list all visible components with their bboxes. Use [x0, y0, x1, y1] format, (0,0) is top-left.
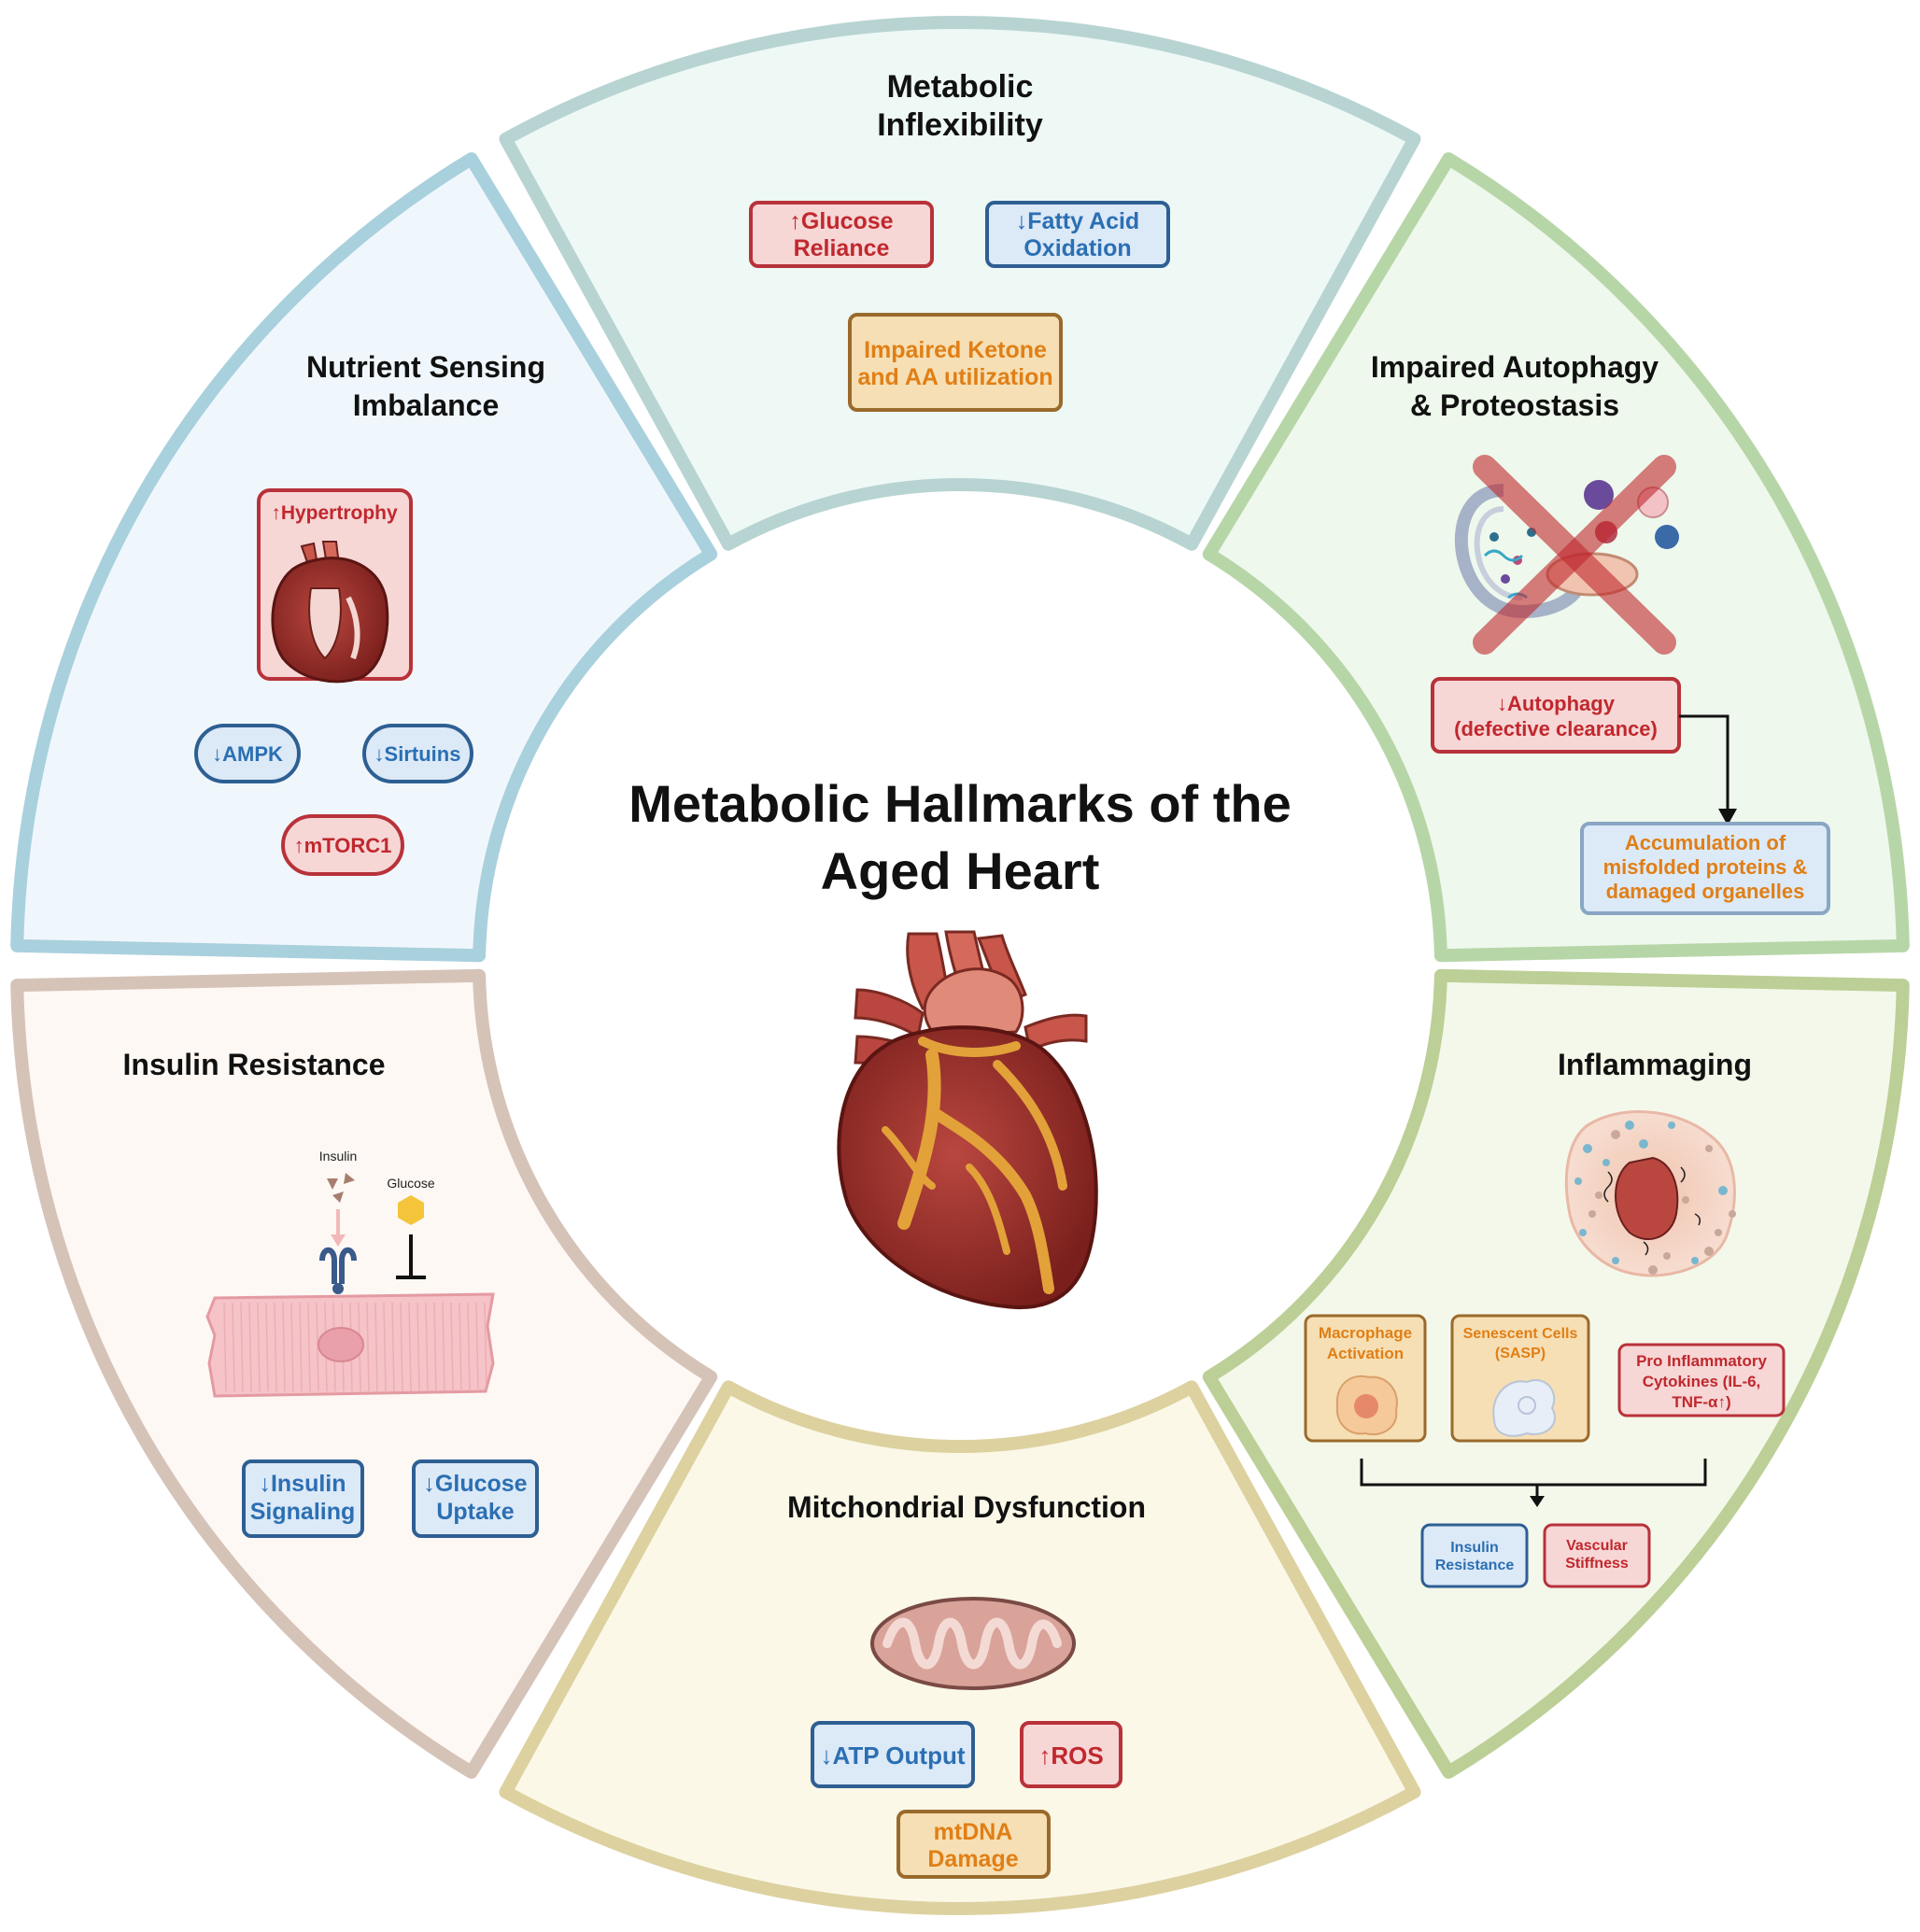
hypertrophic-heart-icon: [271, 541, 389, 684]
vascular-line1: Vascular: [1566, 1538, 1628, 1554]
glucose-reliance-box: ↑Glucose Reliance: [749, 201, 934, 268]
ros-label: ↑ROS: [1038, 1742, 1103, 1770]
segment-autophagy: Impaired Autophagy & Proteostasis ↓Autop…: [1371, 350, 1830, 915]
insulin-receptor-icon: [319, 1247, 357, 1294]
vascular-stiffness-box: Vascular Stiffness: [1543, 1523, 1651, 1588]
glucose-reliance-line1: ↑Glucose: [789, 208, 893, 234]
metabolic-inflexibility-title-line2: Inflexibility: [877, 107, 1043, 143]
macrophage-activation-box: Macrophage Activation: [1304, 1314, 1427, 1443]
glucose-uptake-line2: Uptake: [436, 1499, 514, 1525]
sirtuins-pill: ↓Sirtuins: [362, 724, 473, 783]
fatty-acid-oxidation-box: ↓Fatty Acid Oxidation: [985, 201, 1170, 268]
metabolic-inflexibility-title-line1: Metabolic: [887, 69, 1034, 105]
mtdna-line2: Damage: [927, 1846, 1018, 1872]
senescent-line2: (SASP): [1495, 1346, 1546, 1361]
segment-inflammaging: Inflammaging Macrophage Activation Senes…: [1304, 1048, 1786, 1588]
center-title-line2: Aged Heart: [821, 841, 1100, 900]
insulin-molecules-icon: [327, 1173, 355, 1203]
insulin-signaling-line1: ↓Insulin: [259, 1471, 346, 1497]
senescent-cell-icon: [1492, 1379, 1556, 1437]
insulin-label: Insulin: [319, 1149, 357, 1163]
impaired-ketone-line2: and AA utilization: [857, 364, 1052, 390]
hypertrophy-label: ↑Hypertrophy: [271, 502, 398, 524]
aged-heart-illustration: [837, 930, 1098, 1310]
inflam-insulin-line2: Resistance: [1435, 1558, 1515, 1573]
autophagy-title-line1: Impaired Autophagy: [1371, 350, 1659, 384]
macrophage-line1: Macrophage: [1319, 1324, 1412, 1342]
center-title-line1: Metabolic Hallmarks of the: [628, 774, 1292, 833]
sirtuins-label: ↓Sirtuins: [374, 742, 461, 766]
accumulation-line1: Accumulation of: [1625, 831, 1786, 854]
nutrient-sensing-title-line2: Imbalance: [353, 388, 500, 422]
mitochondrial-title: Mitchondrial Dysfunction: [787, 1490, 1146, 1524]
senescent-cells-box: Senescent Cells (SASP): [1450, 1314, 1590, 1443]
cytokines-line1: Pro Inflammatory: [1636, 1352, 1767, 1370]
mtdna-line1: mtDNA: [934, 1819, 1013, 1845]
nutrient-sensing-title-line1: Nutrient Sensing: [306, 350, 545, 384]
insulin-signaling-line2: Signaling: [250, 1499, 356, 1525]
vascular-line2: Stiffness: [1565, 1556, 1629, 1572]
autophagy-defective-box: ↓Autophagy (defective clearance): [1431, 677, 1681, 754]
segment-mitochondrial-dysfunction: Mitchondrial Dysfunction ↓ATP Output ↑RO…: [787, 1490, 1146, 1879]
macrophage-cell-icon: [1335, 1375, 1398, 1436]
segment-metabolic-inflexibility: Metabolic Inflexibility ↑Glucose Relianc…: [749, 69, 1170, 412]
autophagy-title-line2: & Proteostasis: [1410, 388, 1619, 422]
glucose-reliance-line2: Reliance: [794, 235, 890, 261]
insulin-resistance-title: Insulin Resistance: [123, 1048, 386, 1081]
insulin-signaling-box: ↓Insulin Signaling: [242, 1460, 364, 1538]
inflam-insulin-resistance-box: Insulin Resistance: [1420, 1523, 1529, 1588]
cytokines-line3: TNF-α↑): [1672, 1393, 1730, 1411]
glucose-label: Glucose: [387, 1176, 435, 1191]
inflam-insulin-line1: Insulin: [1450, 1540, 1499, 1556]
fatty-acid-line1: ↓Fatty Acid: [1016, 208, 1139, 234]
ampk-label: ↓AMPK: [212, 742, 283, 766]
autophagy-box-line1: ↓Autophagy: [1497, 692, 1616, 715]
fatty-acid-line2: Oxidation: [1024, 235, 1131, 261]
senescent-line1: Senescent Cells: [1463, 1326, 1578, 1342]
hypertrophy-box: ↑Hypertrophy: [257, 488, 413, 684]
accumulation-line2: misfolded proteins &: [1603, 855, 1808, 879]
autophagosome-crossed-icon: [1455, 455, 1679, 655]
atp-output-label: ↓ATP Output: [820, 1742, 965, 1770]
glucose-uptake-line1: ↓Glucose: [423, 1471, 527, 1497]
impaired-ketone-line1: Impaired Ketone: [864, 337, 1047, 363]
inflamed-heart-icon: [1564, 1110, 1736, 1277]
mitochondrion-icon: [870, 1597, 1076, 1690]
macrophage-line2: Activation: [1327, 1345, 1404, 1362]
autophagy-arrow: [1679, 714, 1729, 812]
segment-nutrient-sensing: Nutrient Sensing Imbalance ↑Hypertrophy …: [194, 350, 545, 876]
impaired-ketone-box: Impaired Ketone and AA utilization: [848, 313, 1063, 412]
glucose-hexagon-icon: [398, 1195, 424, 1225]
ampk-pill: ↓AMPK: [194, 724, 301, 783]
autophagy-arrowhead: [1718, 809, 1737, 825]
glucose-uptake-box: ↓Glucose Uptake: [412, 1460, 539, 1538]
center-panel: Metabolic Hallmarks of the Aged Heart: [628, 774, 1292, 1310]
pro-inflammatory-cytokines-box: Pro Inflammatory Cytokines (IL-6, TNF-α↑…: [1617, 1343, 1786, 1417]
insulin-arrowhead: [331, 1234, 346, 1247]
ros-box: ↑ROS: [1020, 1721, 1122, 1788]
cardiomyocyte-icon: [205, 1292, 495, 1398]
ring-segment-metabolic-inflexibility: [499, 16, 1421, 551]
cytokines-line2: Cytokines (IL-6,: [1643, 1373, 1761, 1390]
accumulation-line3: damaged organelles: [1606, 880, 1805, 903]
mtorc1-pill: ↑mTORC1: [281, 814, 404, 876]
segment-insulin-resistance: Insulin Resistance Insulin Glucose ↓Insu…: [123, 1048, 539, 1538]
autophagy-box-line2: (defective clearance): [1454, 717, 1658, 740]
mtorc1-label: ↑mTORC1: [294, 834, 392, 857]
accumulation-box: Accumulation of misfolded proteins & dam…: [1580, 822, 1830, 915]
atp-output-box: ↓ATP Output: [811, 1721, 975, 1788]
inflammaging-arrowhead: [1530, 1496, 1545, 1507]
inflammaging-title: Inflammaging: [1558, 1048, 1752, 1081]
mtdna-damage-box: mtDNA Damage: [896, 1810, 1051, 1879]
